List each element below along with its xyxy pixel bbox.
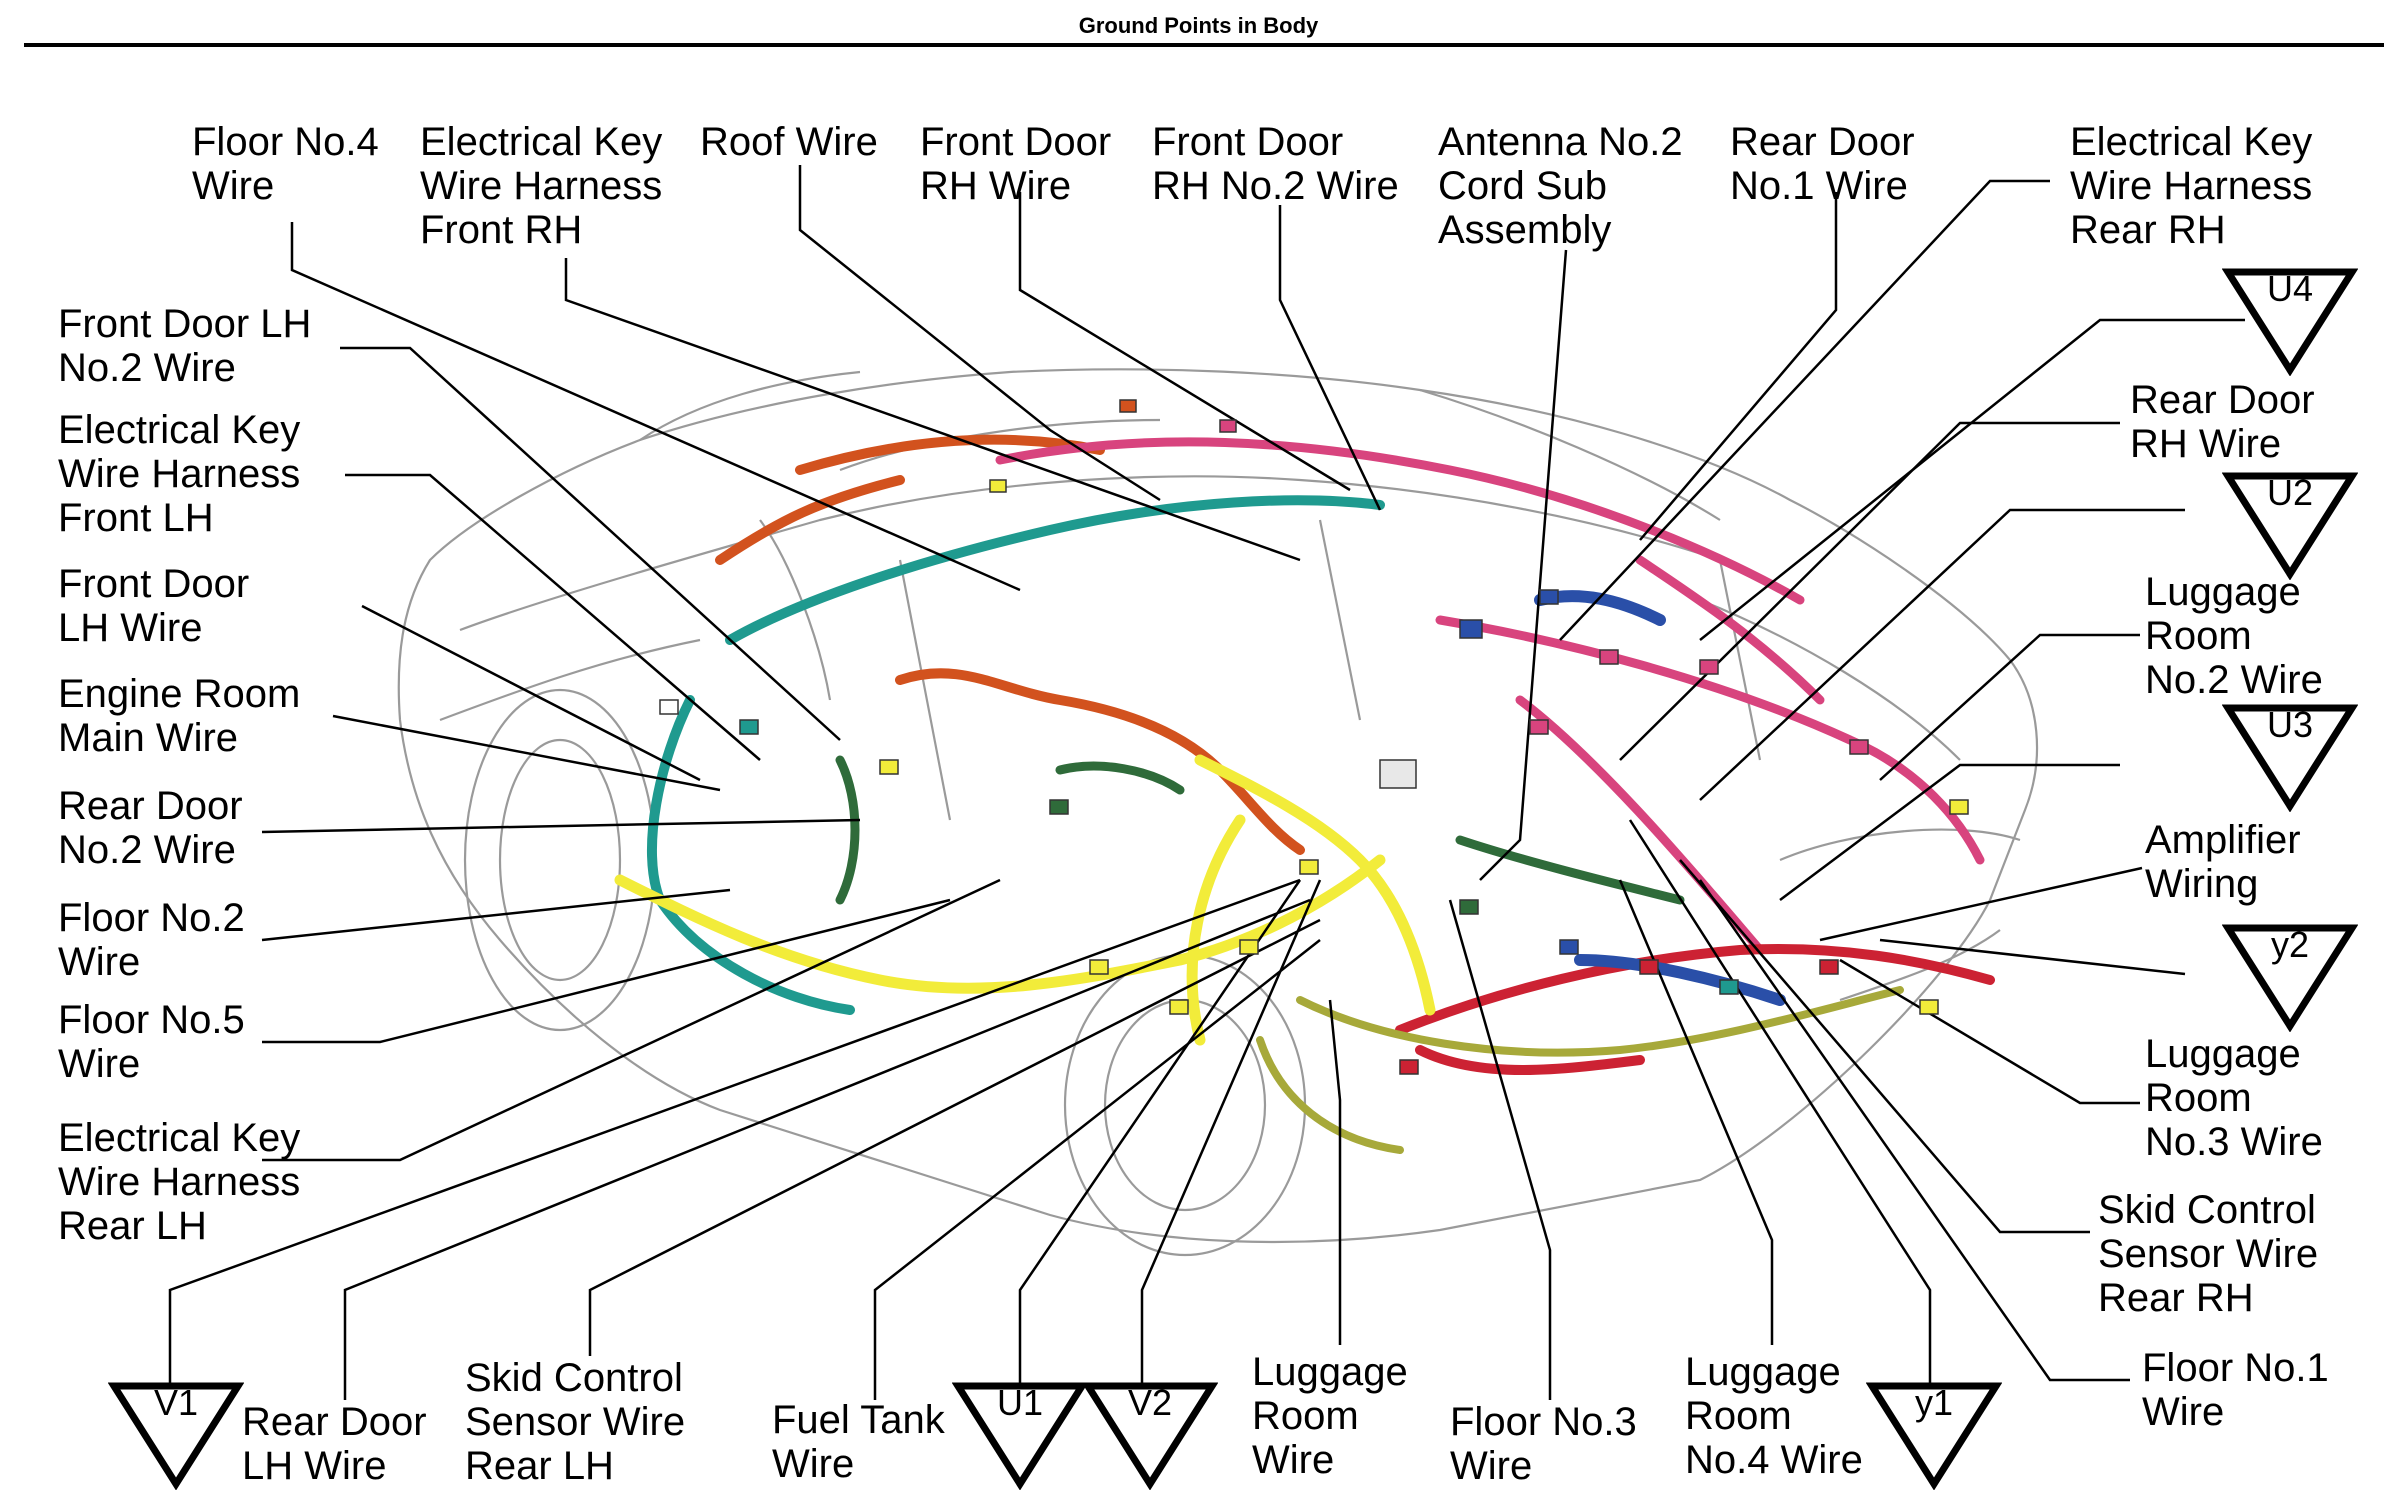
label-skid-control-rear-rh: Skid Control Sensor Wire Rear RH xyxy=(2098,1188,2319,1320)
ground-marker-u4: U4 xyxy=(2222,266,2358,376)
label-floor-no4-wire: Floor No.4 Wire xyxy=(192,120,379,208)
ground-marker-y2-code: y2 xyxy=(2270,924,2310,965)
label-rear-door-rh-wire: Rear Door RH Wire xyxy=(2130,378,2315,466)
ground-marker-u4-code: U4 xyxy=(2266,268,2314,309)
label-front-door-lh-no2-wire: Front Door LH No.2 Wire xyxy=(58,302,312,390)
label-ekwh-front-lh: Electrical Key Wire Harness Front LH xyxy=(58,408,301,540)
ground-marker-y1-code: y1 xyxy=(1914,1382,1954,1423)
ground-marker-y1: y1 xyxy=(1866,1380,2002,1490)
ground-marker-v1-code: V1 xyxy=(153,1382,199,1423)
car-body-outline xyxy=(397,368,2039,1257)
ground-marker-u3-code: U3 xyxy=(2266,704,2314,745)
label-rear-door-no2-wire: Rear Door No.2 Wire xyxy=(58,784,243,872)
label-fuel-tank-wire: Fuel Tank Wire xyxy=(772,1398,945,1486)
ground-marker-u1: U1 xyxy=(952,1380,1088,1490)
harness-orange xyxy=(715,434,1305,855)
ground-marker-u2: U2 xyxy=(2222,470,2358,580)
label-ekwh-rear-rh: Electrical Key Wire Harness Rear RH xyxy=(2070,120,2313,252)
ground-marker-v2: V2 xyxy=(1082,1380,1218,1490)
page-title: Ground Points in Body xyxy=(1078,13,1319,38)
label-amplifier-wiring: Amplifier Wiring xyxy=(2145,818,2301,906)
label-luggage-room-no2-wire: Luggage Room No.2 Wire xyxy=(2145,570,2323,702)
label-front-door-lh-wire: Front Door LH Wire xyxy=(58,562,250,650)
label-front-door-rh-wire: Front Door RH Wire xyxy=(920,120,1112,208)
label-roof-wire: Roof Wire xyxy=(700,120,878,164)
ground-marker-u3: U3 xyxy=(2222,702,2358,812)
leader-lines xyxy=(168,165,2245,1410)
label-ekwh-rear-lh: Electrical Key Wire Harness Rear LH xyxy=(58,1116,301,1248)
ground-marker-v2-code: V2 xyxy=(1127,1382,1173,1423)
label-rear-door-no1-wire: Rear Door No.1 Wire xyxy=(1730,120,1915,208)
label-skid-control-rear-lh: Skid Control Sensor Wire Rear LH xyxy=(465,1356,686,1488)
harness-olive xyxy=(1256,986,1904,1154)
ground-marker-y2: y2 xyxy=(2222,922,2358,1032)
connectors xyxy=(659,399,1969,1075)
ground-marker-u2-code: U2 xyxy=(2266,472,2314,513)
label-floor-no5-wire: Floor No.5 Wire xyxy=(58,998,245,1086)
ground-marker-u1-code: U1 xyxy=(996,1382,1044,1423)
harness-pink xyxy=(995,437,1985,955)
label-floor-no2-wire: Floor No.2 Wire xyxy=(58,896,245,984)
label-front-door-rh-no2-wire: Front Door RH No.2 Wire xyxy=(1152,120,1399,208)
harness-darkgreen xyxy=(835,755,1685,905)
label-antenna-no2-cord: Antenna No.2 Cord Sub Assembly xyxy=(1438,120,1683,252)
harness-red xyxy=(1395,944,1995,1075)
ground-marker-v1: V1 xyxy=(108,1380,244,1490)
label-ekwh-front-rh: Electrical Key Wire Harness Front RH xyxy=(420,120,663,252)
label-luggage-room-no3-wire: Luggage Room No.3 Wire xyxy=(2145,1032,2323,1164)
label-floor-no3-wire: Floor No.3 Wire xyxy=(1450,1400,1637,1488)
label-luggage-room-no4-wire: Luggage Room No.4 Wire xyxy=(1685,1350,1863,1482)
harness-yellow xyxy=(614,754,1436,1046)
label-luggage-room-wire: Luggage Room Wire xyxy=(1252,1350,1408,1482)
label-floor-no1-wire: Floor No.1 Wire xyxy=(2142,1346,2329,1434)
label-engine-room-main-wire: Engine Room Main Wire xyxy=(58,672,301,760)
wire-harnesses xyxy=(614,434,1995,1154)
label-rear-door-lh-wire: Rear Door LH Wire xyxy=(242,1400,427,1488)
title-rule xyxy=(24,43,2384,47)
